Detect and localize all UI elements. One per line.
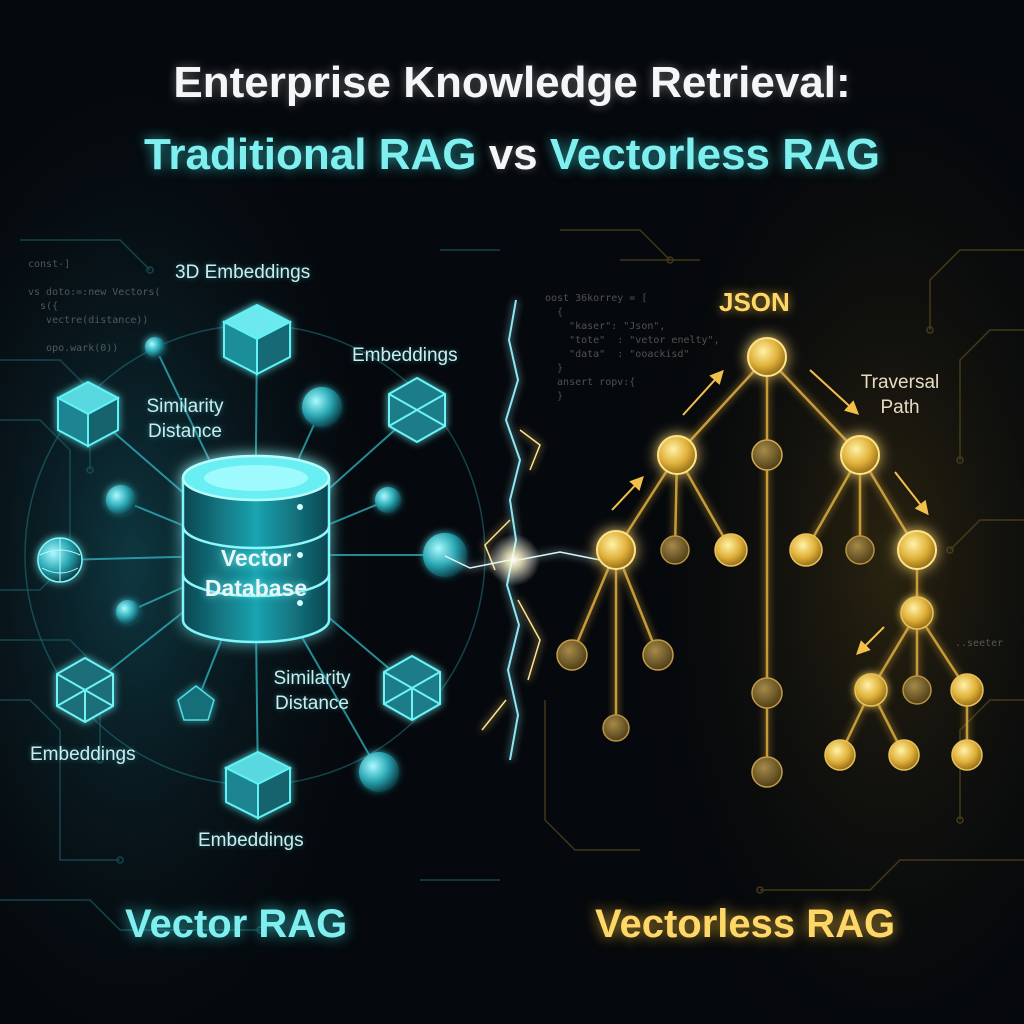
sphere-small-2 xyxy=(106,485,136,515)
heading-vector-rag: Vector RAG xyxy=(125,902,348,946)
tree-node xyxy=(751,677,783,709)
label-embeddings-top-right: Embeddings xyxy=(352,345,458,366)
polyhedron-right-top-icon xyxy=(388,376,446,444)
tree-node-root xyxy=(747,337,787,377)
sphere-small-4 xyxy=(116,600,140,624)
label-3d-embeddings: 3D Embeddings xyxy=(175,262,311,283)
tree-node xyxy=(660,535,690,565)
tree-node xyxy=(714,533,748,567)
pentagon-small xyxy=(177,685,215,721)
tree-node xyxy=(845,535,875,565)
tree-node xyxy=(902,675,932,705)
tree-node xyxy=(596,530,636,570)
json-tree xyxy=(556,337,984,788)
title-vectorless-rag: Vectorless RAG xyxy=(549,130,881,179)
sphere-medium-1 xyxy=(302,387,342,427)
tree-node xyxy=(950,673,984,707)
tree-node xyxy=(897,530,937,570)
polyhedron-right-bottom-icon xyxy=(383,654,441,722)
tree-node xyxy=(789,533,823,567)
tree-node xyxy=(642,639,674,671)
sphere-large-right xyxy=(423,533,467,577)
tree-node xyxy=(888,739,920,771)
tree-node xyxy=(900,596,934,630)
tree-node xyxy=(751,756,783,788)
tree-node xyxy=(556,639,588,671)
label-similarity-distance-bottom: Similarity Distance xyxy=(273,668,351,714)
label-embeddings-left: Embeddings xyxy=(30,744,136,765)
database-cylinder-icon xyxy=(181,454,331,644)
left-circuit-traces xyxy=(0,239,500,934)
tree-node xyxy=(951,739,983,771)
vector-network xyxy=(24,303,486,820)
cube-top-icon xyxy=(221,303,293,376)
label-traversal-path: Traversal Path xyxy=(860,372,940,418)
globe-grid-lines xyxy=(39,538,81,582)
tree-node xyxy=(751,439,783,471)
right-circuit-traces xyxy=(544,229,1024,894)
cube-left-icon xyxy=(55,380,121,448)
lightning-divider-icon xyxy=(444,299,601,761)
tree-node xyxy=(840,435,880,475)
title-line-1: Enterprise Knowledge Retrieval: xyxy=(173,58,851,107)
title-traditional-rag: Traditional RAG xyxy=(143,130,477,179)
polyhedron-left-bottom-icon xyxy=(56,656,114,724)
sphere-small-3 xyxy=(375,487,401,513)
sphere-small-1 xyxy=(145,337,165,357)
tree-node xyxy=(824,739,856,771)
code-snippet-left: const-] vs doto:=:new Vectors( s({ vectr… xyxy=(28,259,161,354)
tree-node xyxy=(602,714,630,742)
heading-vectorless-rag: Vectorless RAG xyxy=(595,902,896,946)
lightning-spark xyxy=(488,534,540,586)
tree-node xyxy=(657,435,697,475)
title-vs: vs xyxy=(488,130,538,179)
label-embeddings-bottom: Embeddings xyxy=(198,830,304,851)
json-root-label: JSON xyxy=(719,287,790,317)
cube-bottom-icon xyxy=(223,750,293,820)
code-snippet-right-edge: ..seeter xyxy=(955,638,1004,649)
vector-database-label: Vector Database xyxy=(204,545,308,601)
sphere-medium-2 xyxy=(359,752,399,792)
tree-node xyxy=(854,673,888,707)
label-similarity-distance-top: Similarity Distance xyxy=(146,396,224,442)
title-line-2: Traditional RAG vs Vectorless RAG xyxy=(0,130,1024,180)
traversal-arrows xyxy=(611,369,929,655)
code-snippet-right: oost 36korrey = [ { "kaser": "Json", "to… xyxy=(545,293,720,402)
